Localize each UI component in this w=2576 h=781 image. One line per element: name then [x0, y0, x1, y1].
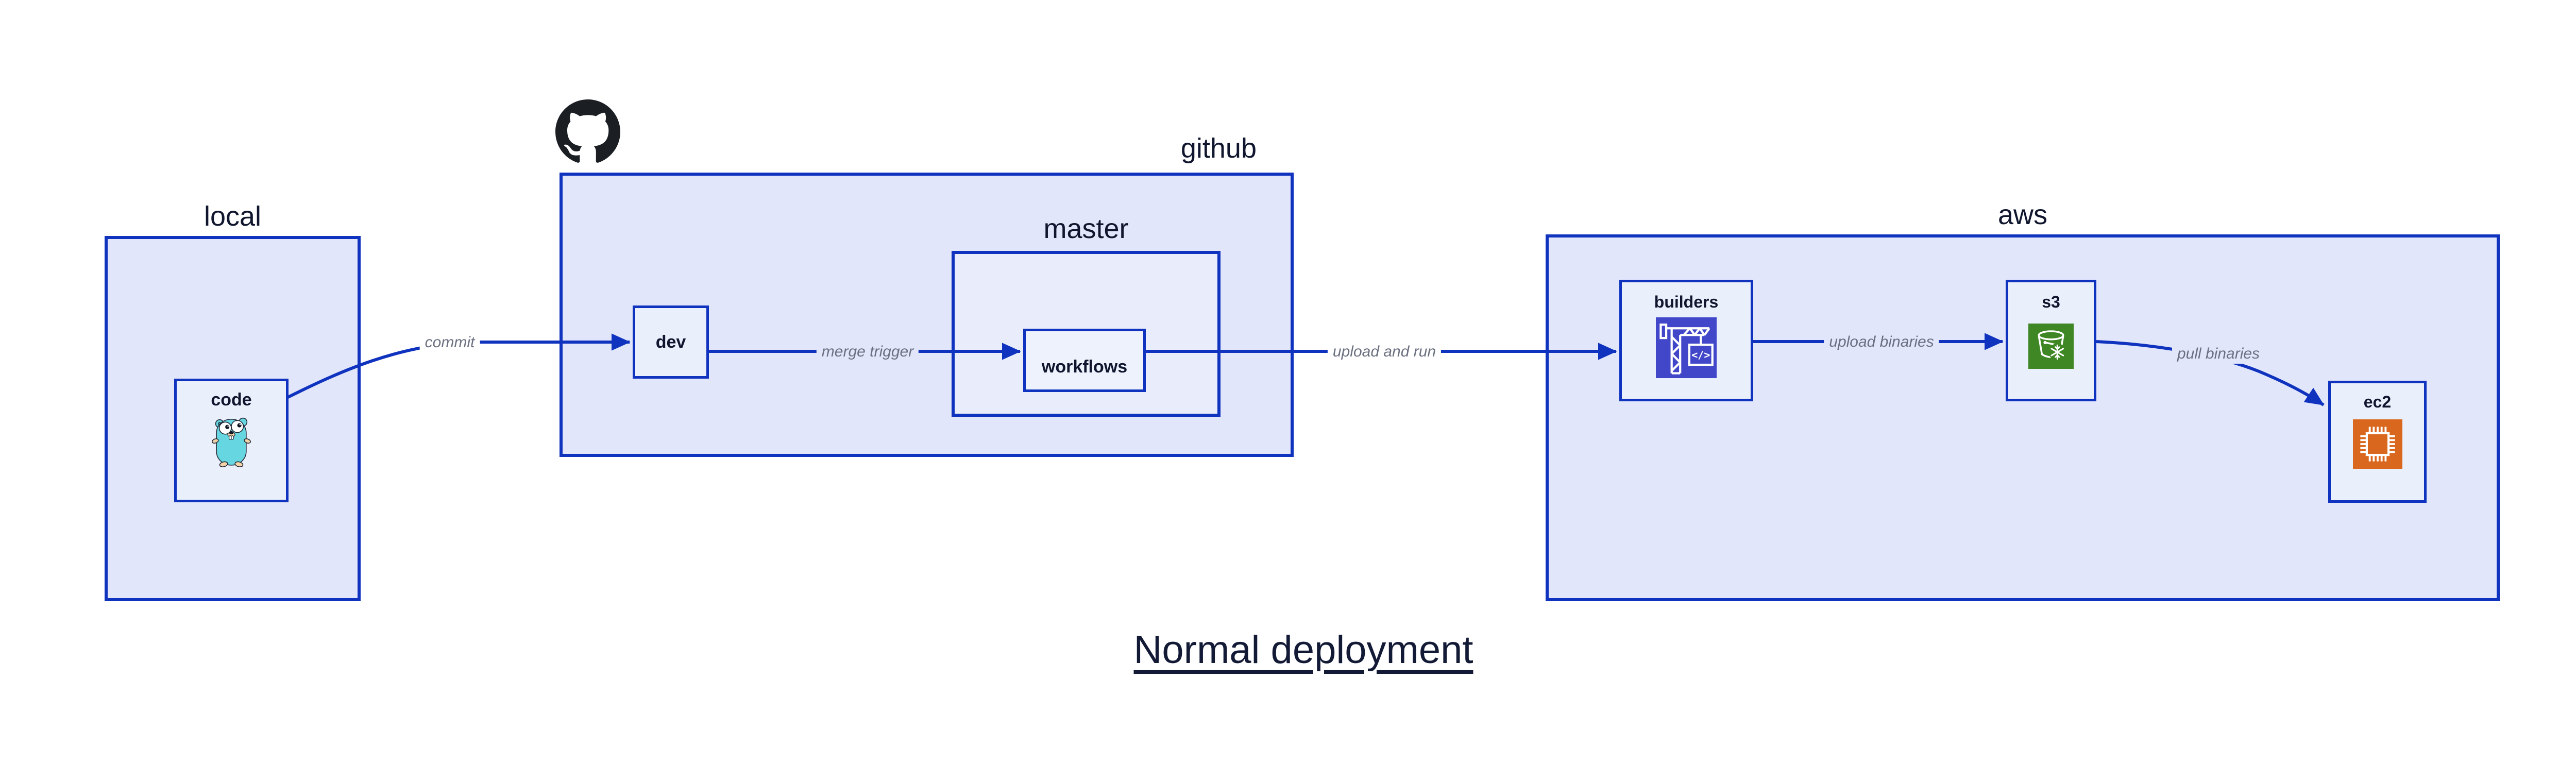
node-builders: builders: [1619, 280, 1753, 401]
edge-label-upload-binaries: upload binaries: [1824, 332, 1939, 352]
node-workflows-label: workflows: [1041, 356, 1128, 377]
aws-codebuild-icon: </>: [1656, 317, 1717, 378]
go-gopher-icon: [212, 417, 251, 467]
aws-s3-glacier-icon: [2028, 324, 2074, 369]
group-label-master: master: [1043, 213, 1129, 244]
edge-label-pull-binaries: pull binaries: [2172, 344, 2265, 364]
node-ec2-label: ec2: [2363, 393, 2392, 411]
node-builders-label: builders: [1654, 293, 1719, 311]
edge-label-commit: commit: [419, 333, 480, 352]
node-dev-label: dev: [655, 332, 686, 352]
edge-label-upload-and-run: upload and run: [1327, 342, 1442, 362]
group-label-local: local: [204, 201, 262, 232]
github-octocat-icon: [555, 99, 620, 163]
node-dev: dev: [633, 305, 709, 379]
edge-label-merge-trigger: merge trigger: [816, 342, 919, 362]
diagram-title: Normal deployment: [1133, 628, 1473, 672]
node-s3: s3: [2006, 280, 2096, 401]
node-code-label: code: [211, 390, 252, 410]
aws-ec2-chip-icon: [2352, 419, 2402, 469]
node-code: code: [174, 379, 289, 502]
group-label-aws: aws: [1997, 199, 2048, 230]
group-label-github: github: [1180, 133, 1257, 164]
node-ec2: ec2: [2328, 381, 2427, 503]
svg-text:</>: </>: [1691, 349, 1710, 361]
node-workflows: workflows: [1023, 329, 1146, 392]
node-s3-label: s3: [2042, 293, 2060, 311]
